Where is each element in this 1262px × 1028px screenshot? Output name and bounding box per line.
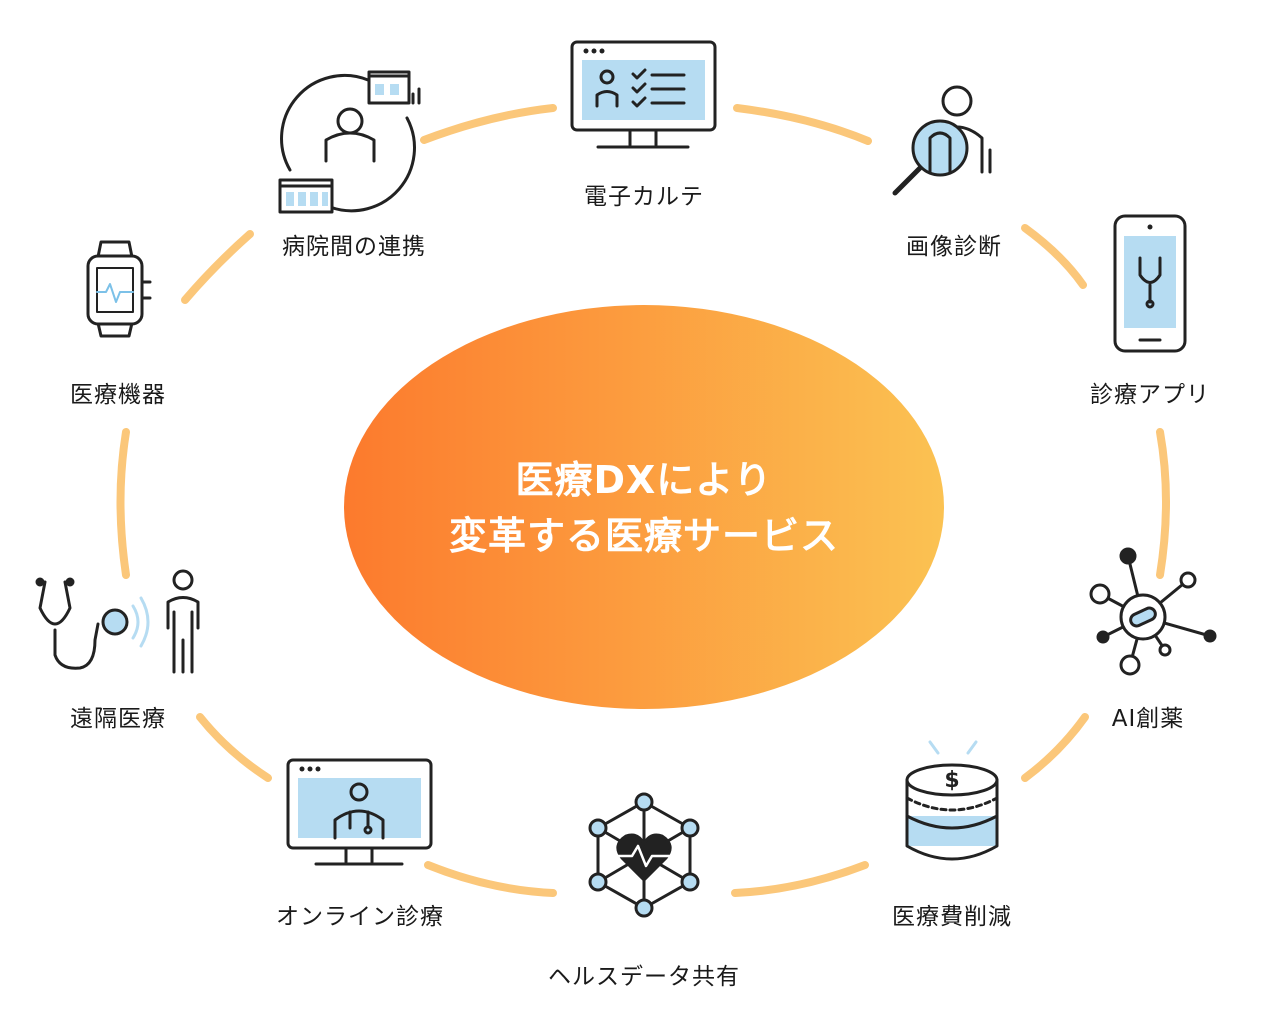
label-cost-reduction: 医療費削減: [892, 904, 1012, 930]
coin-stack-icon: $: [905, 740, 999, 861]
ring-arc-6: [731, 861, 869, 897]
smartwatch-icon: [86, 240, 152, 338]
ring-arcs: [116, 104, 1170, 897]
label-medical-app: 診療アプリ: [1090, 382, 1210, 408]
remote-stethoscope-icon: [35, 569, 200, 674]
center-ellipse: [344, 305, 944, 709]
ring-arc-7: [424, 861, 557, 897]
label-remote-medicine: 遠隔医療: [70, 706, 166, 732]
ring-arc-1: [420, 104, 557, 144]
label-medical-devices: 医療機器: [70, 382, 166, 408]
ring-arc-2: [733, 104, 872, 145]
health-network-icon: [588, 792, 700, 918]
online-doctor-icon: [286, 758, 433, 866]
image-diagnosis-icon: [892, 85, 992, 196]
label-health-data-sharing: ヘルスデータ共有: [548, 964, 740, 990]
ring-arc-5: [1021, 713, 1089, 782]
ring-arc-9: [116, 428, 130, 579]
center-title: 医療DXにより 変革する医療サービス: [449, 452, 839, 564]
label-online-consultation: オンライン診療: [276, 904, 444, 930]
svg-text:$: $: [944, 768, 959, 793]
center-title-line1: 医療DXにより: [515, 458, 773, 502]
label-image-diagnosis: 画像診断: [906, 234, 1002, 260]
ring-arc-3: [1021, 224, 1087, 289]
center-title-line2: 変革する医療サービス: [448, 514, 840, 558]
ai-molecule-icon: [1089, 547, 1217, 676]
ring-arc-8: [196, 713, 272, 782]
label-ai-drug-discovery: AI創薬: [1111, 706, 1185, 732]
label-ehr: 電子カルテ: [584, 184, 704, 210]
smartphone-stethoscope-icon: [1113, 214, 1187, 353]
ehr-monitor-icon: [570, 40, 717, 149]
label-hospital-link: 病院間の連携: [282, 234, 426, 260]
ring-arc-10: [181, 230, 254, 304]
ring-arc-4: [1156, 428, 1170, 579]
hospital-link-icon: [278, 70, 421, 214]
